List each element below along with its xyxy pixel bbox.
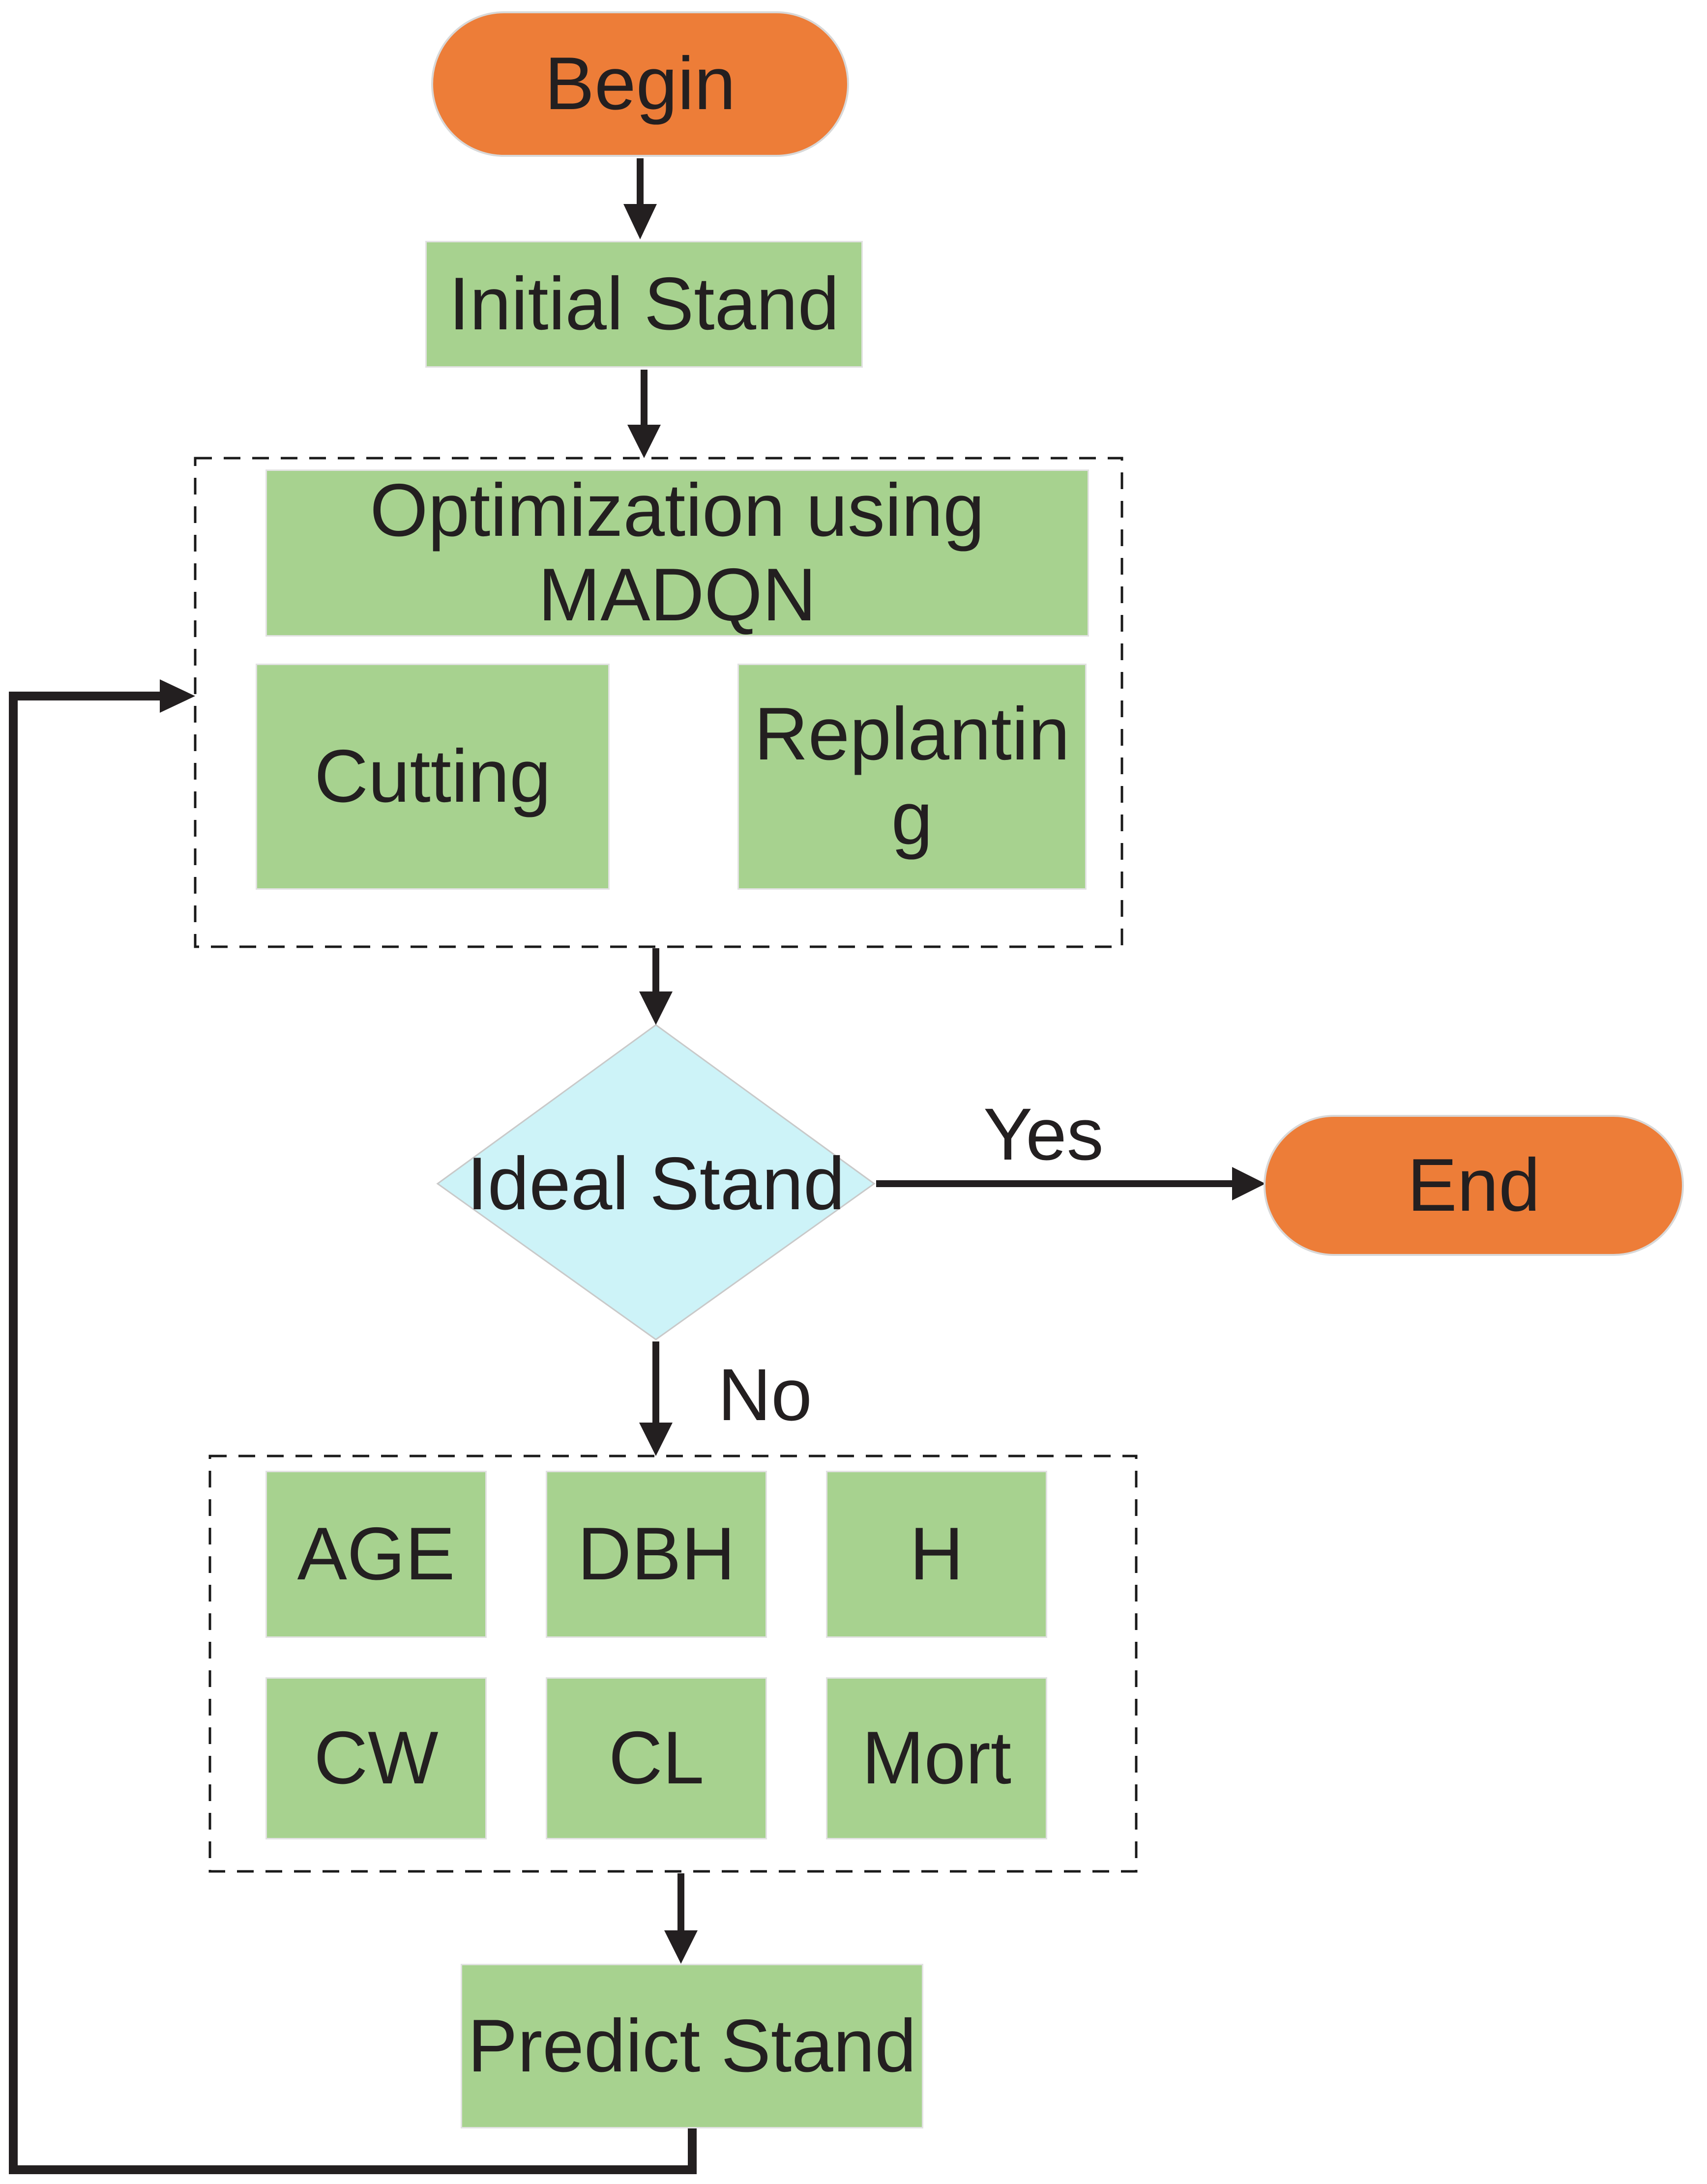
optimization-group-dashed-border (194, 457, 1123, 948)
ideal-stand-node: Ideal Stand (438, 1131, 874, 1237)
h-label: H (910, 1512, 964, 1596)
replanting-label: Replanting (754, 692, 1070, 860)
mort-node: Mort (826, 1677, 1047, 1839)
h-node: H (826, 1471, 1047, 1638)
arrow-ideal-stand-to-end (876, 1167, 1266, 1200)
cl-label: CL (608, 1716, 705, 1800)
end-label: End (1407, 1143, 1540, 1227)
dbh-label: DBH (577, 1512, 736, 1596)
optimization-node: Optimization using MADQN (265, 468, 1089, 637)
age-node: AGE (265, 1471, 487, 1638)
initial-stand-label: Initial Stand (448, 262, 840, 346)
optimization-label: Optimization using MADQN (370, 468, 985, 637)
arrow-ideal-stand-to-state-variables (639, 1341, 673, 1456)
predict-stand-label: Predict Stand (468, 2004, 916, 2088)
dbh-node: DBH (546, 1471, 767, 1638)
cutting-node: Cutting (256, 664, 610, 890)
loopback-predict-stand-to-optimization (9, 679, 697, 2174)
age-label: AGE (297, 1512, 455, 1596)
ideal-stand-label: Ideal Stand (467, 1141, 845, 1225)
no-edge-label: No (718, 1353, 812, 1436)
ideal-stand-diamond (436, 1024, 876, 1340)
initial-stand-node: Initial Stand (425, 241, 863, 368)
end-node: End (1264, 1115, 1684, 1256)
replanting-node: Replanting (737, 664, 1087, 890)
cl-node: CL (546, 1677, 767, 1839)
arrow-initial-stand-to-optimization (627, 370, 661, 458)
cw-node: CW (265, 1677, 487, 1839)
yes-edge-label: Yes (983, 1093, 1104, 1175)
state-variables-group-dashed-border (208, 1455, 1138, 1873)
arrow-optimization-to-ideal-stand (639, 948, 673, 1025)
arrow-begin-to-initial-stand (623, 158, 657, 239)
begin-node: Begin (431, 11, 849, 157)
begin-label: Begin (544, 42, 736, 126)
predict-stand-node: Predict Stand (461, 1964, 923, 2128)
mort-label: Mort (862, 1716, 1011, 1800)
arrow-state-variables-to-predict-stand (664, 1873, 698, 1964)
cw-label: CW (314, 1716, 439, 1800)
cutting-label: Cutting (314, 734, 551, 818)
